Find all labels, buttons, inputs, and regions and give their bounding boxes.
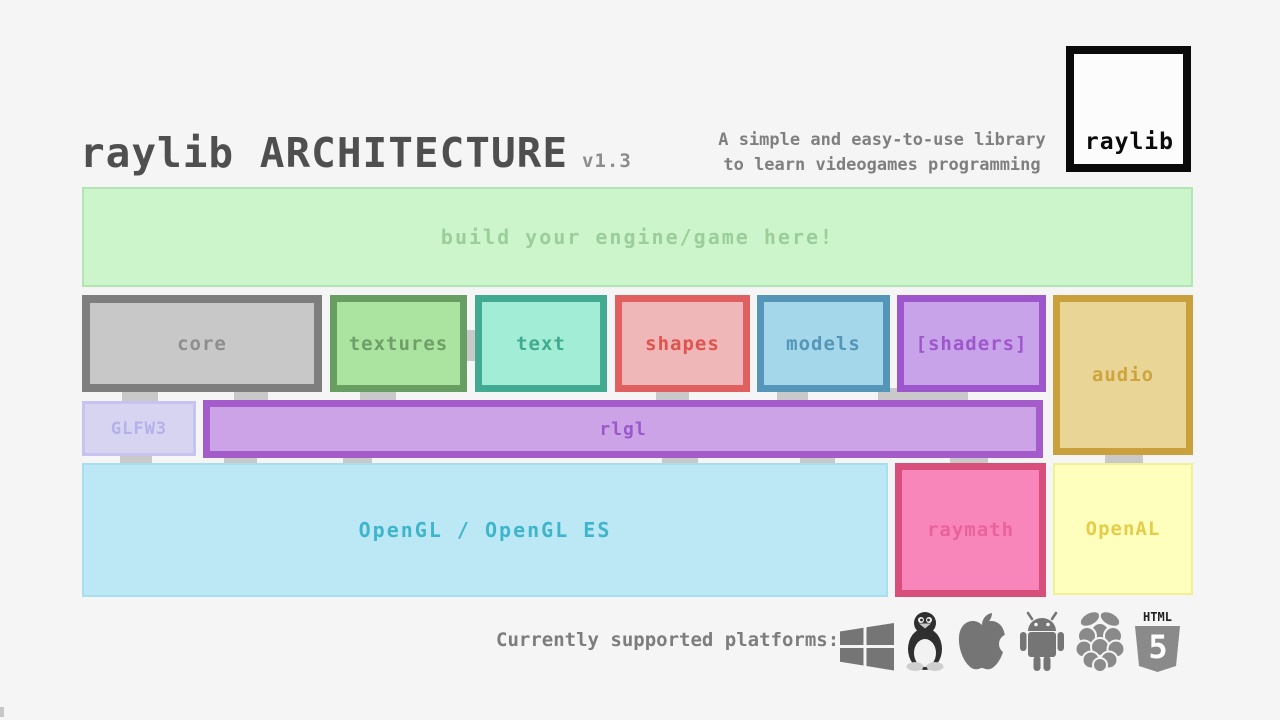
layer-openal-label: OpenAL <box>1085 518 1161 540</box>
module-shaders: [shaders] <box>897 295 1046 392</box>
module-text-label: text <box>516 332 566 355</box>
raylib-logo: raylib <box>1066 46 1191 172</box>
module-shaders-label: [shaders] <box>915 332 1028 355</box>
module-models: models <box>757 295 890 392</box>
layer-raymath-label: raymath <box>926 519 1015 541</box>
layer-raymath: raymath <box>895 463 1046 597</box>
html5-top-text: HTML <box>1143 610 1172 624</box>
engine-banner: build your engine/game here! <box>82 187 1193 287</box>
layer-openal: OpenAL <box>1053 463 1193 595</box>
page-title: raylib ARCHITECTURE v1.3 <box>80 129 632 177</box>
platforms-label: Currently supported platforms: <box>496 629 840 651</box>
layer-opengl-label: OpenGL / OpenGL ES <box>358 518 612 542</box>
module-models-label: models <box>786 332 861 355</box>
module-core-label: core <box>177 332 227 355</box>
module-textures-label: textures <box>348 332 449 355</box>
tagline-line-1: A simple and easy-to-use library <box>718 130 1046 150</box>
linux-tux-icon <box>906 612 944 671</box>
module-audio: audio <box>1053 295 1193 455</box>
layer-glfw3: GLFW3 <box>82 401 196 456</box>
html5-number: 5 <box>1148 628 1167 666</box>
engine-banner-label: build your engine/game here! <box>440 225 835 249</box>
android-icon <box>1020 611 1064 671</box>
tagline-line-2: to learn videogames programming <box>723 155 1041 175</box>
layer-rlgl: rlgl <box>203 400 1043 458</box>
apple-icon <box>958 613 1010 670</box>
layer-rlgl-label: rlgl <box>599 418 647 440</box>
raylib-logo-text: raylib <box>1084 129 1174 155</box>
title-text: raylib ARCHITECTURE <box>80 129 568 177</box>
layer-opengl: OpenGL / OpenGL ES <box>82 463 888 597</box>
version-label: v1.3 <box>582 150 632 172</box>
module-shapes: shapes <box>615 295 750 392</box>
layer-glfw3-label: GLFW3 <box>110 418 168 439</box>
platform-icons: HTML 5 <box>838 604 1181 672</box>
module-textures: textures <box>330 295 467 392</box>
raspberry-pi-icon <box>1074 610 1126 672</box>
corner-mark <box>0 707 4 717</box>
module-audio-label: audio <box>1091 364 1155 386</box>
tagline: A simple and easy-to-use library to lear… <box>704 128 1060 178</box>
module-shapes-label: shapes <box>645 332 720 355</box>
html5-icon: HTML 5 <box>1135 610 1180 672</box>
connector <box>464 330 478 361</box>
module-core: core <box>82 295 322 392</box>
windows-icon <box>840 623 894 671</box>
module-text: text <box>475 295 607 392</box>
connector <box>122 388 158 404</box>
